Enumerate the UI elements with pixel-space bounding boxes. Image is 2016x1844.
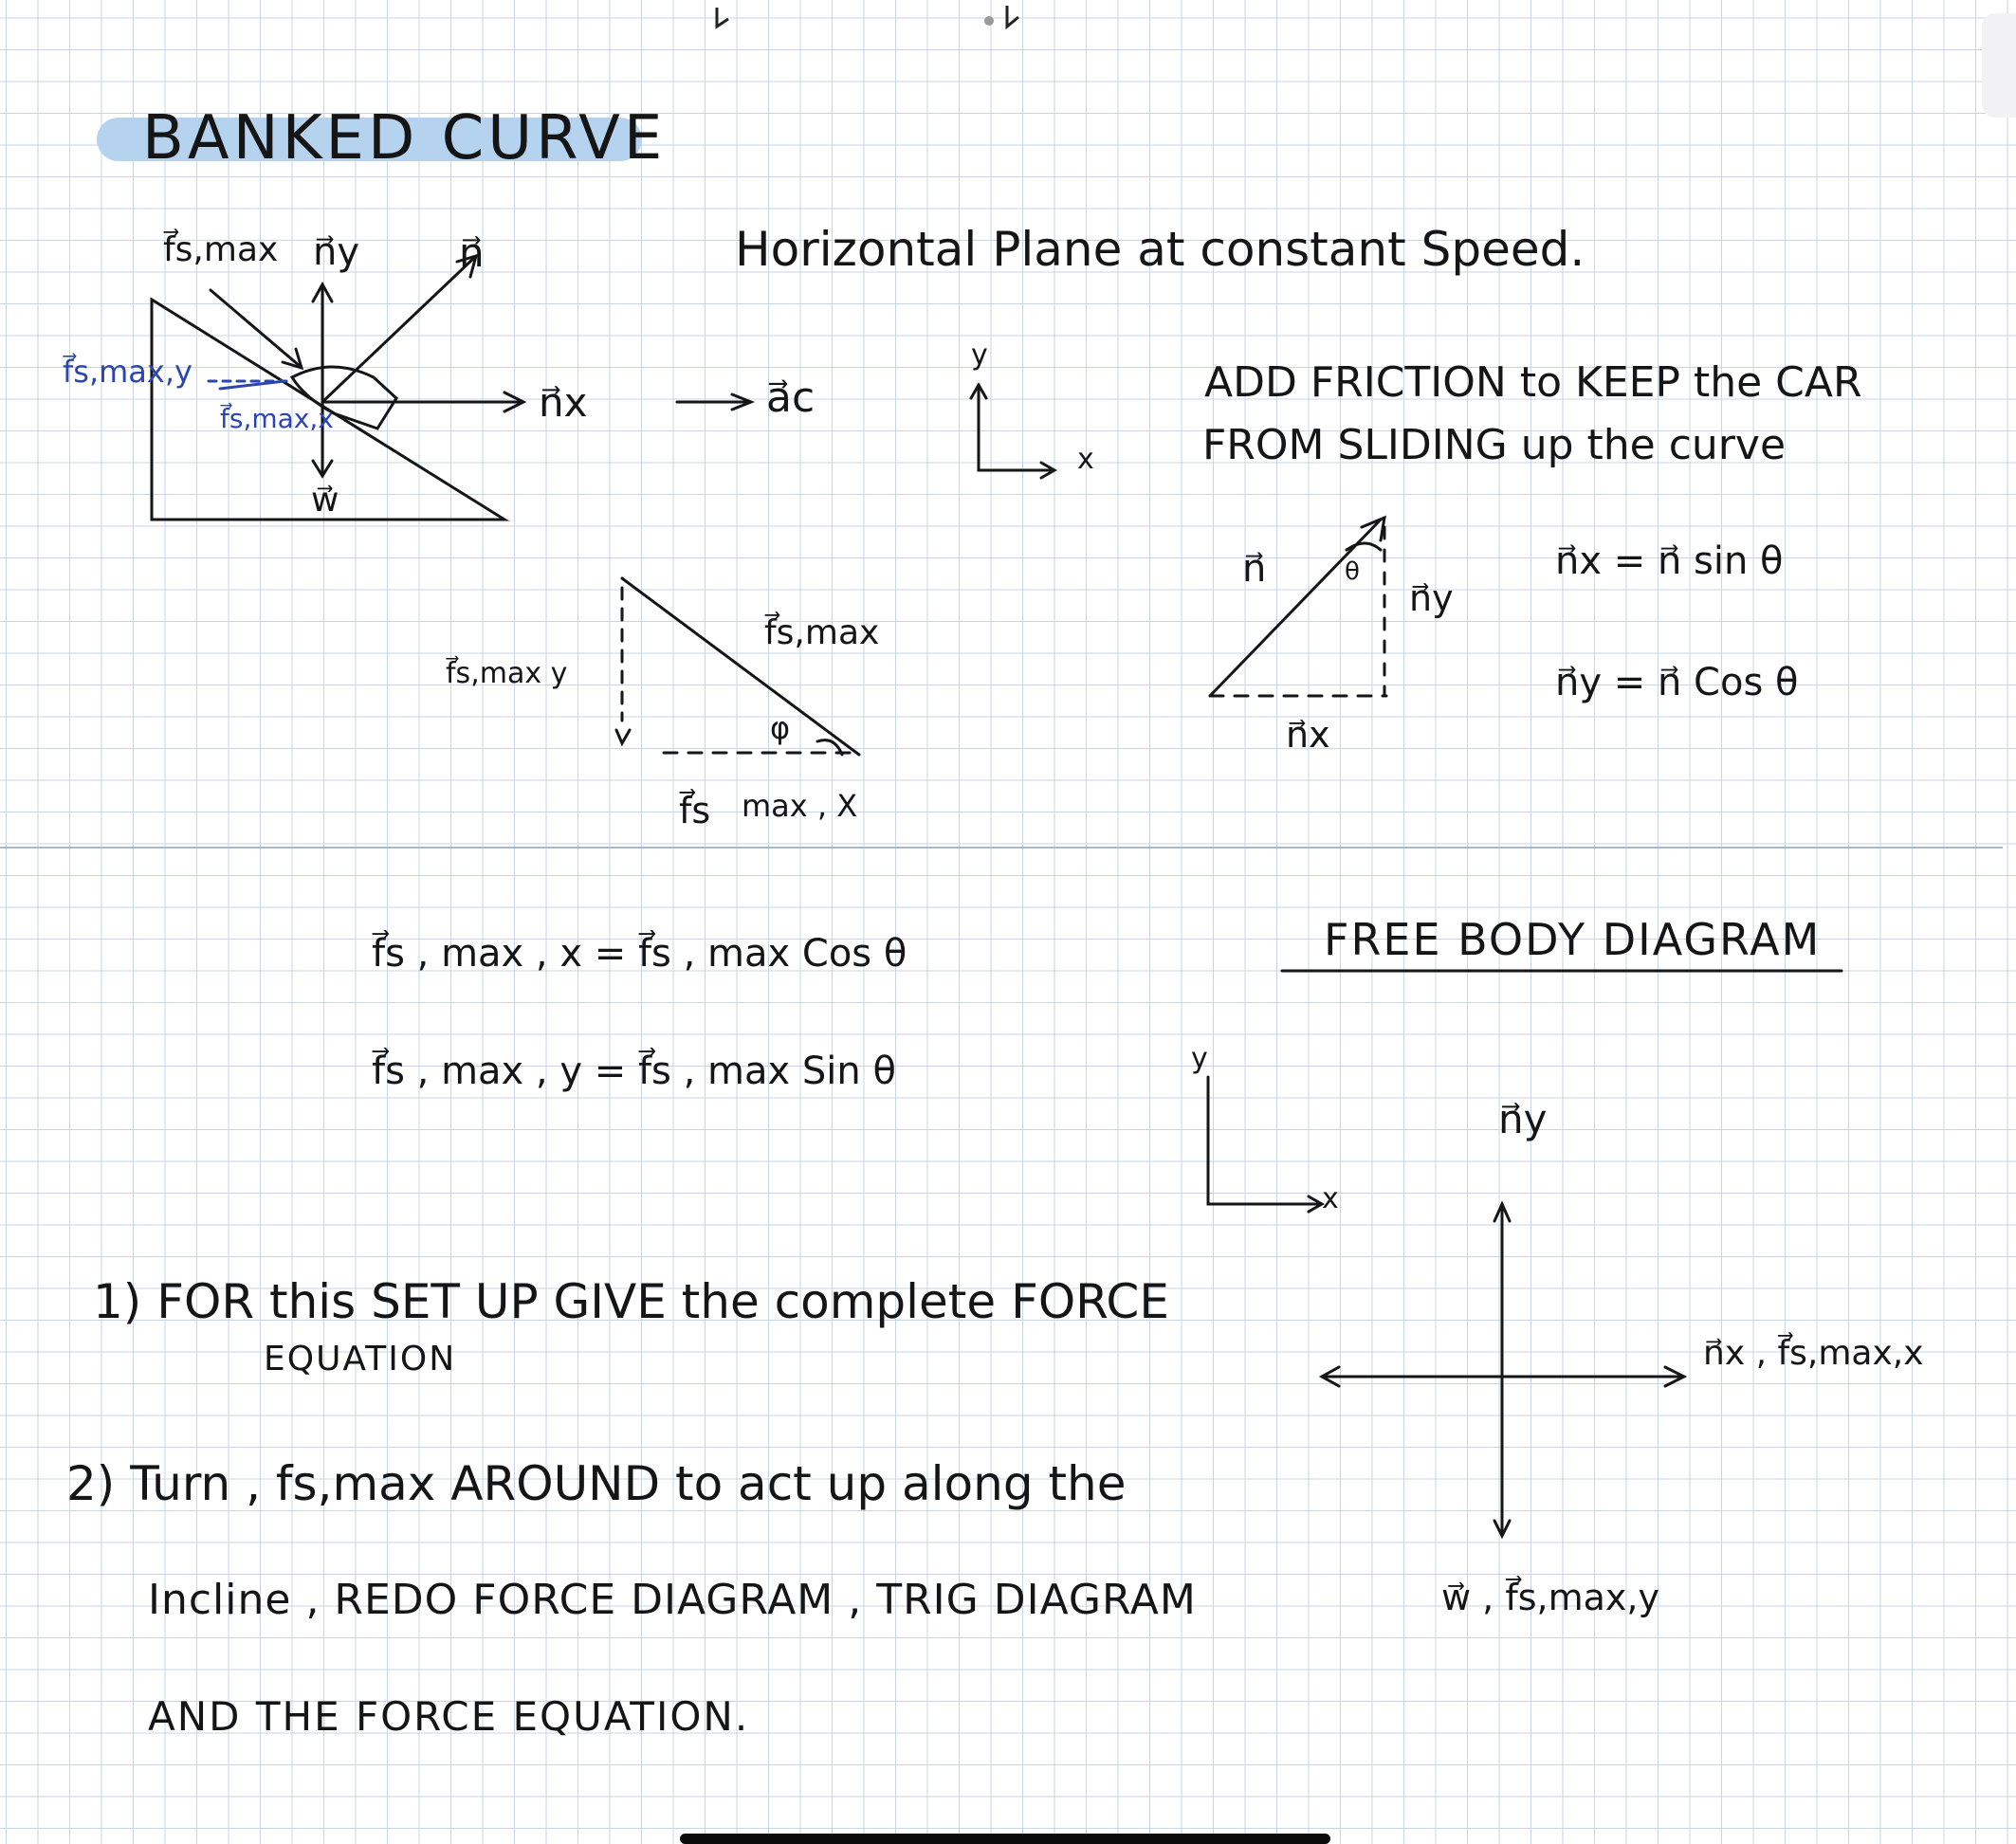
- label-ac: a⃗c: [766, 374, 816, 422]
- label-n: n⃗: [459, 229, 485, 276]
- equation-fs-max-y: f⃗s , max , y = f⃗s , max Sin θ: [372, 1050, 896, 1093]
- fbd-axis-x-label: x: [1322, 1182, 1339, 1215]
- fs-trig-horiz-symbol: f⃗s: [679, 790, 711, 831]
- label-fs-max: f⃗s,max: [163, 230, 279, 269]
- task-2-line2: Incline , REDO FORCE DIAGRAM , TRIG DIAG…: [148, 1576, 1197, 1624]
- n-trig-eq1: n⃗x = n⃗ sin θ: [1555, 539, 1784, 583]
- fbd-axis-y-label: y: [1191, 1042, 1208, 1075]
- fbd-down-label: w⃗ , f⃗s,max,y: [1441, 1577, 1659, 1618]
- fs-trig-vert: f⃗s,max y: [446, 657, 568, 690]
- fbd-up-label: n⃗y: [1498, 1096, 1548, 1142]
- fs-trig-horiz-sub: max , X: [742, 788, 858, 824]
- n-trig-horiz: n⃗x: [1286, 714, 1330, 756]
- side-tab[interactable]: [1982, 13, 2016, 118]
- title-highlight: [97, 118, 642, 161]
- n-trig-vert: n⃗y: [1409, 577, 1454, 619]
- n-trig-eq2: n⃗y = n⃗ Cos θ: [1555, 661, 1799, 704]
- label-fs-max-x: f⃗s,max,x: [220, 403, 334, 434]
- task-1-line1: 1) FOR this SET UP GIVE the complete FOR…: [93, 1274, 1169, 1329]
- car-block: [289, 365, 398, 430]
- label-ny: n⃗y: [313, 230, 360, 274]
- fs-trig-hyp: f⃗s,max: [764, 613, 880, 652]
- task-1-line2: EQUATION: [264, 1340, 457, 1378]
- task-2-line3: AND THE FORCE EQUATION.: [148, 1693, 750, 1740]
- equation-fs-max-x: f⃗s , max , x = f⃗s , max Cos θ: [372, 932, 907, 976]
- fbd-right-label: n⃗x , f⃗s,max,x: [1703, 1334, 1924, 1373]
- label-fs-max-y: f⃗s,max,y: [63, 354, 192, 390]
- fbd-title: FREE BODY DIAGRAM: [1324, 914, 1822, 965]
- friction-note-line1: ADD FRICTION to KEEP the CAR: [1204, 358, 1862, 407]
- n-trig-hyp: n⃗: [1242, 547, 1267, 591]
- section-divider: [0, 847, 2003, 849]
- fs-trig-angle: φ: [770, 710, 791, 746]
- friction-note-line2: FROM SLIDING up the curve: [1202, 421, 1787, 469]
- page-title: BANKED CURVE: [142, 103, 667, 173]
- label-nx: n⃗x: [539, 379, 588, 426]
- n-trig-angle: θ: [1345, 557, 1360, 586]
- label-w: w⃗: [311, 481, 339, 520]
- heading: Horizontal Plane at constant Speed.: [735, 222, 1585, 277]
- task-2-line1: 2) Turn , fs,max AROUND to act up along …: [66, 1456, 1127, 1511]
- axis-x-label: x: [1077, 443, 1094, 476]
- axis-y-label: y: [971, 338, 988, 372]
